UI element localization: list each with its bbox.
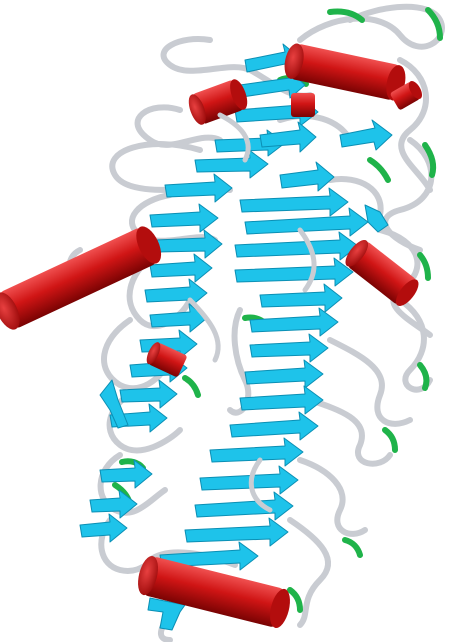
beta-strand [150, 204, 218, 232]
beta-strand [185, 518, 288, 546]
beta-strand [235, 232, 358, 260]
beta-strand [250, 308, 338, 336]
alpha-helix [0, 223, 166, 334]
beta-strand [260, 284, 342, 312]
coil [300, 460, 365, 534]
beta-strand [245, 360, 323, 388]
beta-strand [340, 120, 392, 150]
beta-strand [165, 174, 232, 202]
beta-strand [365, 205, 388, 232]
turn [370, 160, 388, 180]
beta-strand [235, 258, 353, 286]
beta-strand [280, 162, 334, 191]
turn [420, 255, 428, 278]
turn [385, 430, 395, 450]
beta-strand [145, 279, 207, 307]
turn [345, 540, 360, 555]
beta-strand [240, 386, 323, 414]
turn [185, 378, 198, 395]
alpha-helix [291, 93, 315, 117]
alpha-helix [134, 554, 293, 630]
coil [300, 230, 314, 290]
beta-strand [245, 208, 368, 236]
coil [300, 7, 442, 47]
coil [290, 520, 328, 625]
beta-strand [155, 230, 222, 258]
beta-strand [230, 412, 318, 440]
beta-strand [195, 492, 293, 520]
alpha-helices [0, 42, 425, 630]
turn [420, 365, 426, 388]
turn [290, 590, 300, 610]
beta-strand [250, 334, 328, 362]
beta-strand [195, 150, 268, 178]
beta-strand [240, 188, 348, 216]
